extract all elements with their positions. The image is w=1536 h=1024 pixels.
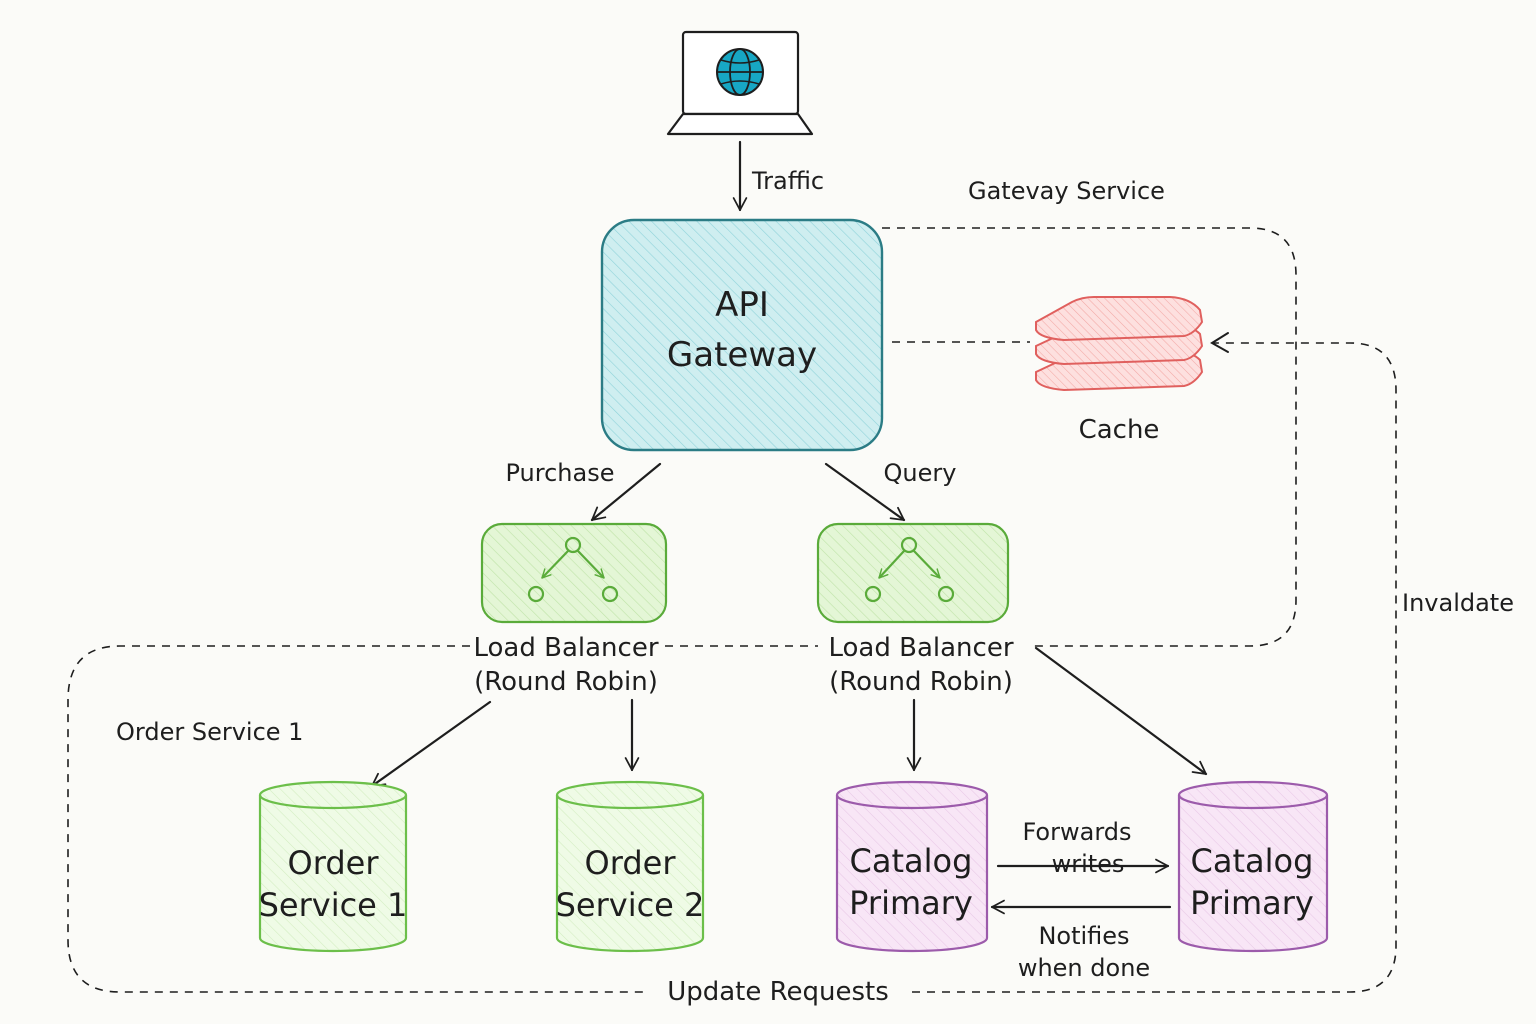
load-balancer-icon [864, 536, 955, 603]
traffic-label: Traffic [751, 167, 824, 195]
load-balancer-right-box [816, 522, 1010, 624]
notifies-label-line2: when done [1018, 954, 1150, 982]
load-balancer-right-line1: Load Balancer [828, 633, 1013, 663]
catalog-primary-right-node: Catalog Primary [1177, 780, 1329, 953]
catalog-primary-right-cylinder [1177, 780, 1329, 953]
order-service-1-cylinder [258, 780, 408, 953]
globe-icon [716, 48, 764, 96]
api-gateway-line2: Gateway [667, 335, 817, 375]
load-balancer-left-line2: (Round Robin) [474, 667, 658, 697]
lb-left-to-order1-arrow [370, 700, 492, 788]
order-service-group-label: Order Service 1 [116, 718, 303, 746]
catalog-primary-right-line1: Catalog [1191, 842, 1314, 880]
gateway-service-boundary [882, 227, 1297, 647]
load-balancer-right-node: Load Balancer (Round Robin) [816, 522, 1014, 697]
notifies-label-line1: Notifies [1038, 922, 1129, 950]
catalog-primary-left-node: Catalog Primary [835, 780, 989, 953]
order-service-2-cylinder [555, 780, 705, 953]
order-service-2-line1: Order [585, 844, 677, 882]
invalidate-arrowhead [1210, 332, 1229, 353]
stack-layers-icon [1035, 296, 1204, 392]
gateway-service-label: Gatevay Service [968, 177, 1165, 205]
order-service-2-node: Order Service 2 [555, 780, 705, 953]
load-balancer-left-box [480, 522, 668, 624]
api-gateway-line1: API [715, 285, 769, 325]
api-gateway-box [600, 218, 884, 452]
order-service-1-line1: Order [288, 844, 380, 882]
load-balancer-left-node: Load Balancer (Round Robin) [473, 522, 668, 697]
update-requests-label: Update Requests [667, 977, 889, 1007]
invalidate-label: Invaldate [1402, 589, 1514, 617]
catalog-primary-left-cylinder [835, 780, 989, 953]
client-laptop [666, 30, 814, 136]
query-arrow [824, 462, 906, 522]
order-service-2-line2: Service 2 [556, 886, 705, 924]
forwards-label-line1: Forwards [1022, 818, 1131, 846]
catalog-primary-left-line1: Catalog [850, 842, 973, 880]
load-balancer-right-line2: (Round Robin) [829, 667, 1013, 697]
catalog-primary-left-line2: Primary [849, 884, 973, 922]
order-service-1-node: Order Service 1 [258, 780, 408, 953]
lb-right-to-catalog2-arrow [1034, 646, 1208, 776]
cache-label: Cache [1079, 415, 1160, 445]
order-service-1-line2: Service 1 [259, 886, 408, 924]
order-service-boundary [67, 645, 645, 993]
catalog-primary-right-line2: Primary [1190, 884, 1314, 922]
purchase-label: Purchase [506, 459, 615, 487]
api-gateway-node: API Gateway [600, 218, 884, 452]
load-balancer-left-line1: Load Balancer [473, 633, 658, 663]
forwards-label-line2: writes [1052, 850, 1125, 878]
laptop-base [666, 112, 814, 136]
query-label: Query [884, 459, 957, 487]
cache-node: Cache [1035, 296, 1204, 445]
purchase-arrow [590, 462, 662, 522]
load-balancer-icon [527, 536, 619, 603]
